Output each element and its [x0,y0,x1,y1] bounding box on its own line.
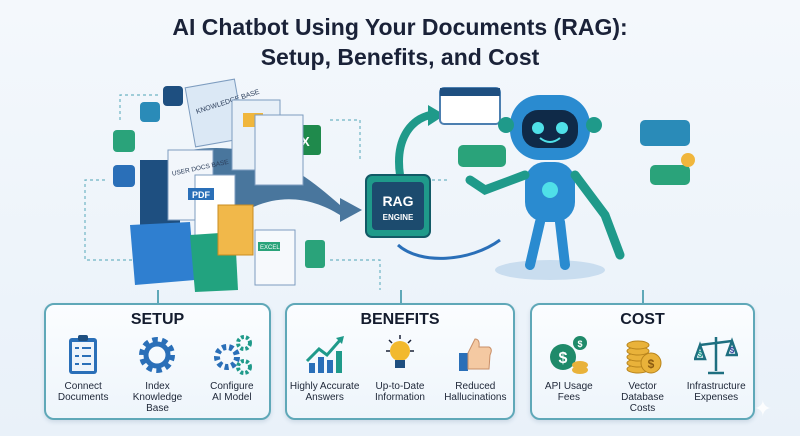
item-label: Infrastructure [686,381,746,392]
sparkle-icon: ✦ [753,396,772,421]
circuit-lines [84,94,450,290]
excel-label: EXCEL [260,245,280,251]
rag-engine-chip: RAG ENGINE [365,174,431,238]
item-label: Reduced [455,381,496,392]
item-label: Expenses [694,392,739,403]
item-label: Highly Accurate [289,381,360,392]
pdf-label: PDF [192,190,211,200]
item-label: Costs [629,403,656,414]
item-label: Hallucinations [444,392,507,403]
item-label: Configure [210,381,254,392]
clipboard-checklist-icon [69,335,98,374]
svg-text:X: X [301,134,310,149]
item-label: API Usage [544,381,593,392]
item-label: Documents [57,392,109,403]
coins-icon: $$ [549,336,588,374]
gears-icon [213,335,252,375]
engine-label-engine: ENGINE [383,213,414,222]
item-label: Up-to-Date [375,381,425,392]
lightbulb-icon [385,335,414,368]
item-label: Base [146,403,169,414]
svg-text:$: $ [647,357,654,371]
coin-stack-icon: $ [626,340,661,374]
item-label: Answers [305,392,344,403]
svg-text:$: $ [558,350,567,367]
title-line-2: Setup, Benefits, and Cost [260,44,540,70]
chat-bubbles [439,87,695,185]
item-label: Knowledge [132,392,183,403]
balance-scale-icon: $$ [694,337,739,375]
setup-title: SETUP [130,311,185,328]
rag-illustration: X KNOWLEDGE BASE USER DOCS BASE PDF EXCE… [84,78,695,292]
svg-text:$: $ [577,339,582,349]
item-label: Information [374,392,425,403]
item-label: Vector [628,381,657,392]
svg-text:$: $ [698,350,703,359]
thumbs-up-icon [459,338,493,371]
item-label: Database [621,392,664,403]
page-title: AI Chatbot Using Your Documents (RAG): S… [0,12,800,72]
item-label: AI Model [212,392,252,403]
growth-chart-icon [305,336,344,373]
item-label: Index [145,381,170,392]
app-icons: X [113,86,321,187]
item-label: Connect [64,381,102,392]
svg-text:$: $ [730,346,735,355]
document-stack: KNOWLEDGE BASE USER DOCS BASE PDF EXCEL [130,78,325,292]
item-label: Fees [557,392,580,403]
data-flow-arrow [190,148,362,250]
curved-arrow-up [395,111,432,176]
engine-label-rag: RAG [382,193,413,209]
gear-icon [139,337,176,373]
robot-icon [465,95,625,280]
benefits-title: BENEFITS [360,311,440,328]
title-line-1: AI Chatbot Using Your Documents (RAG): [172,14,628,40]
cost-title: COST [620,311,665,328]
curved-arrow-right [396,238,501,260]
